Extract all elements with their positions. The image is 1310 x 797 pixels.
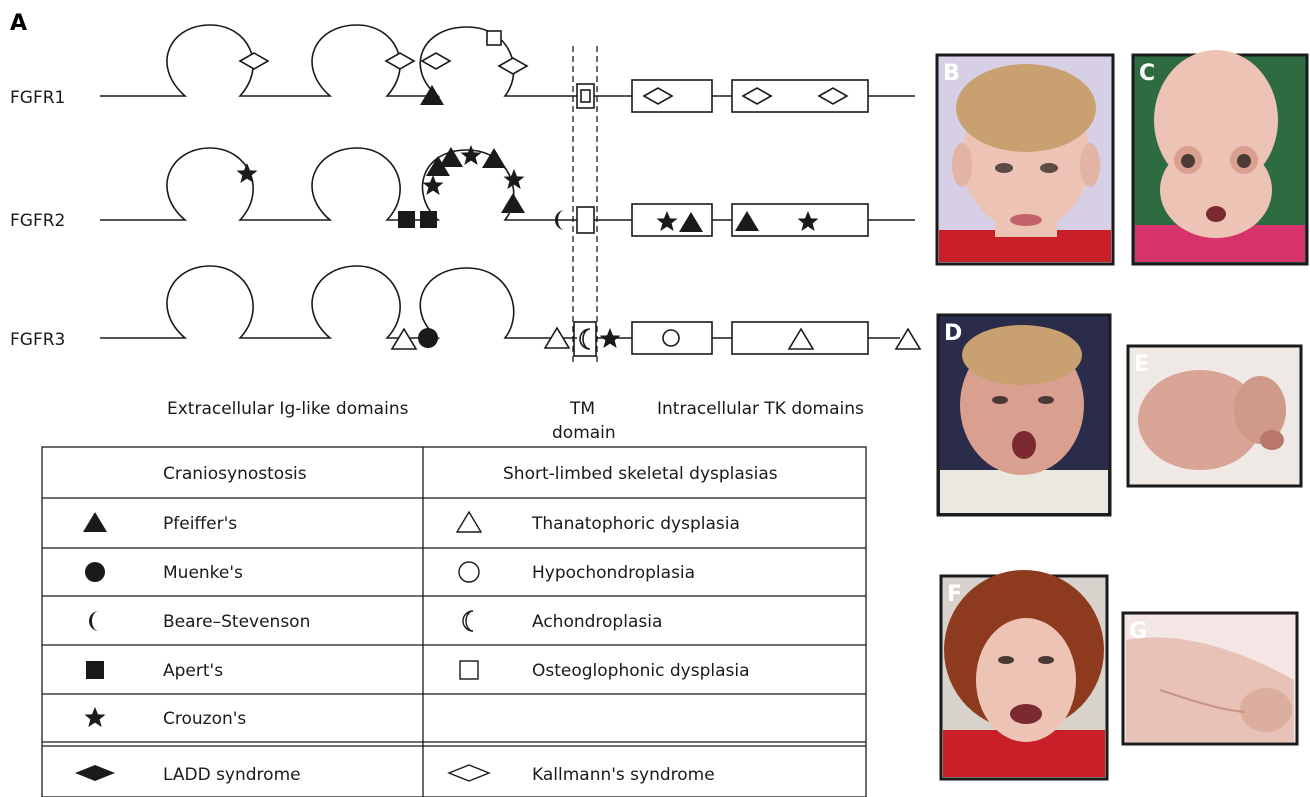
legend-label-kallmann: Kallmann's syndrome xyxy=(532,765,715,785)
receptor-label-fgfr3: FGFR3 xyxy=(10,330,65,350)
legend-label-pfeiffer: Pfeiffer's xyxy=(163,514,237,534)
photo-g-letter: G xyxy=(1129,619,1147,644)
legend-label-apert: Apert's xyxy=(163,661,223,681)
legend-header-skeletal-dysplasias: Short-limbed skeletal dysplasias xyxy=(503,464,778,484)
legend-symbol-open-circle xyxy=(459,562,479,582)
photo-e-letter: E xyxy=(1134,352,1149,377)
legend-symbol-filled-circle xyxy=(85,562,105,582)
legend-label-beare-stevenson: Beare–Stevenson xyxy=(163,612,310,632)
legend-header-craniosynostosis: Craniosynostosis xyxy=(163,464,307,484)
tm-domain-label-line2: domain xyxy=(552,423,616,443)
fgfr1-row: FGFR1 xyxy=(10,25,915,112)
legend-label-crouzon: Crouzon's xyxy=(163,709,246,729)
legend-symbol-open-diamond xyxy=(449,765,489,781)
legend-label-ladd: LADD syndrome xyxy=(163,765,301,785)
legend-label-muenke: Muenke's xyxy=(163,563,243,583)
legend-symbol-open-crescent xyxy=(463,611,473,631)
photo-f: F xyxy=(941,570,1107,779)
photo-b: B xyxy=(937,55,1113,264)
legend-symbol-filled-star xyxy=(85,707,106,727)
legend-symbol-filled-square xyxy=(86,661,104,679)
legend-label-thanatophoric: Thanatophoric dysplasia xyxy=(531,514,740,534)
panel-a-label: A xyxy=(10,11,27,36)
receptor-label-fgfr2: FGFR2 xyxy=(10,211,65,231)
legend-label-hypochondroplasia: Hypochondroplasia xyxy=(532,563,695,583)
photo-c: C xyxy=(1133,50,1307,264)
fgfr3-row: FGFR3 xyxy=(10,266,920,356)
legend-label-achondroplasia: Achondroplasia xyxy=(532,612,662,632)
photo-g: G xyxy=(1123,613,1297,744)
photo-f-letter: F xyxy=(947,582,962,607)
photo-c-letter: C xyxy=(1139,61,1155,86)
legend-table: Craniosynostosis Short-limbed skeletal d… xyxy=(42,447,866,797)
tm-domain-label-line1: TM xyxy=(569,399,595,419)
intracellular-domain-label: Intracellular TK domains xyxy=(657,399,864,419)
legend-symbol-filled-crescent xyxy=(89,611,99,631)
extracellular-domain-label: Extracellular Ig-like domains xyxy=(167,399,409,419)
legend-symbol-open-square xyxy=(460,661,478,679)
legend-label-osteoglophonic: Osteoglophonic dysplasia xyxy=(532,661,750,681)
legend-symbol-filled-diamond xyxy=(75,765,115,781)
legend-symbol-open-triangle xyxy=(457,512,481,532)
receptor-label-fgfr1: FGFR1 xyxy=(10,88,65,108)
photo-d-letter: D xyxy=(944,321,962,346)
photo-b-letter: B xyxy=(943,61,960,86)
photo-d: D xyxy=(938,315,1110,515)
photo-e: E xyxy=(1128,346,1301,486)
fgfr2-row: FGFR2 xyxy=(10,145,915,236)
legend-symbol-filled-triangle xyxy=(83,512,107,532)
